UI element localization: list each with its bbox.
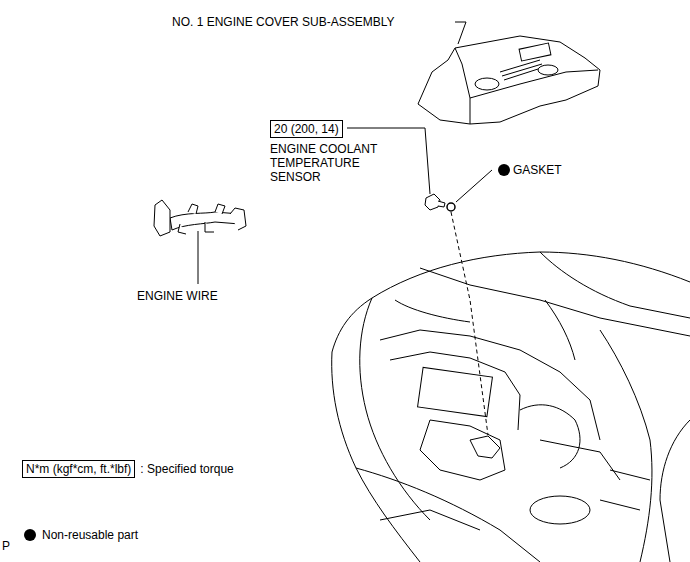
engine-bay	[332, 252, 690, 562]
figure-code: P	[2, 539, 10, 553]
install-line	[451, 212, 488, 435]
torque-box: 20 (200, 14)	[270, 120, 343, 138]
legend-torque-box: N*m (kgf*cm, ft.*lbf)	[22, 460, 135, 478]
legend-text: Non-reusable part	[42, 528, 138, 542]
leader-line	[455, 22, 466, 44]
engine-wire	[154, 200, 246, 236]
engine-cover	[418, 36, 600, 124]
part-label: ENGINE COOLANT TEMPERATURE SENSOR	[270, 142, 382, 184]
non-reusable-mark	[24, 529, 36, 541]
non-reusable-mark	[498, 164, 510, 176]
legend-text: : Specified torque	[140, 462, 233, 476]
part-label: NO. 1 ENGINE COVER SUB-ASSEMBLY	[172, 15, 395, 29]
leader-line	[198, 231, 199, 284]
part-label: GASKET	[513, 163, 562, 177]
sensor-part	[425, 194, 445, 210]
torque-value: 20 (200, 14)	[274, 122, 339, 136]
gasket-part	[447, 203, 455, 211]
part-label: ENGINE WIRE	[137, 289, 218, 303]
torque-value: N*m (kgf*cm, ft.*lbf)	[26, 462, 131, 476]
leader-line	[456, 170, 492, 202]
